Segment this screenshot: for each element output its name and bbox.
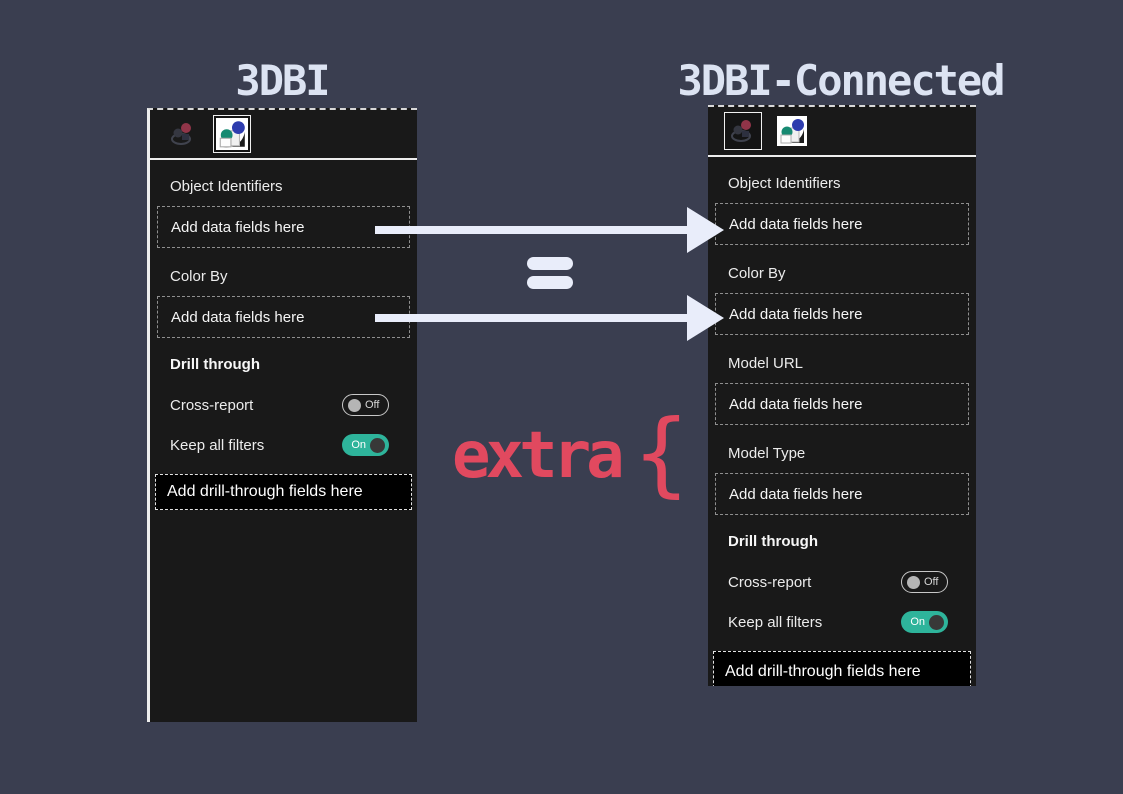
equals-bar-top (527, 257, 573, 270)
keep-all-filters-toggle[interactable]: On (342, 434, 389, 456)
right-panel-title: 3DBI-Connected (677, 56, 1005, 105)
field-label-color-by: Color By (728, 265, 786, 282)
arrow-color-by-shaft (375, 314, 688, 322)
3d-cubes-icon[interactable] (775, 114, 809, 148)
extra-label: extra (452, 418, 625, 493)
equals-icon (527, 257, 573, 289)
cross-report-label: Cross-report (728, 573, 812, 591)
panel-3dbi-connected: Object Identifiers Add data fields here … (708, 105, 976, 686)
left-panel-title: 3DBI (235, 56, 330, 105)
3d-scatter-ghost-icon[interactable] (166, 117, 200, 151)
toggle-knob (929, 614, 944, 630)
drill-through-heading: Drill through (728, 533, 818, 550)
field-well-color-by[interactable]: Add data fields here (157, 296, 410, 338)
toggle-knob (907, 575, 920, 589)
3d-scatter-ghost-icon-selected[interactable] (724, 112, 762, 150)
visual-type-header (708, 107, 976, 157)
field-well-model-url[interactable]: Add data fields here (715, 383, 969, 425)
field-label-color-by: Color By (170, 268, 228, 285)
keep-all-filters-label: Keep all filters (170, 436, 265, 454)
field-well-object-identifiers[interactable]: Add data fields here (715, 203, 969, 245)
extra-annotation: extra { (452, 400, 690, 507)
toggle-knob (370, 437, 385, 453)
cross-report-toggle[interactable]: Off (901, 571, 948, 593)
field-label-object-identifiers: Object Identifiers (728, 175, 841, 192)
equals-bar-bottom (527, 276, 573, 289)
keep-all-filters-toggle[interactable]: On (901, 611, 948, 633)
arrow-object-identifiers-shaft (375, 226, 688, 234)
arrow-color-by-head (687, 295, 724, 341)
drill-through-heading: Drill through (170, 356, 260, 373)
cross-report-toggle[interactable]: Off (342, 394, 389, 416)
toggle-state-text: On (351, 439, 366, 451)
cross-report-row: Cross-report Off (170, 394, 389, 416)
cross-report-row: Cross-report Off (728, 571, 948, 593)
field-label-model-type: Model Type (728, 445, 806, 462)
drill-through-field-well[interactable]: Add drill-through fields here (713, 651, 971, 686)
3d-cubes-icon-selected[interactable] (213, 115, 251, 153)
visual-type-header (150, 110, 417, 160)
keep-all-filters-label: Keep all filters (728, 613, 823, 631)
field-well-model-type[interactable]: Add data fields here (715, 473, 969, 515)
field-label-model-url: Model URL (728, 355, 804, 372)
toggle-state-text: Off (924, 576, 939, 588)
toggle-knob (348, 398, 361, 412)
cross-report-label: Cross-report (170, 396, 254, 414)
toggle-state-text: On (910, 616, 925, 628)
keep-all-filters-row: Keep all filters On (170, 434, 389, 456)
curly-brace-icon: { (633, 400, 690, 507)
arrow-object-identifiers-head (687, 207, 724, 253)
field-label-object-identifiers: Object Identifiers (170, 178, 283, 195)
drill-through-field-well[interactable]: Add drill-through fields here (155, 474, 412, 510)
panel-3dbi: Object Identifiers Add data fields here … (147, 108, 417, 722)
toggle-state-text: Off (365, 399, 380, 411)
keep-all-filters-row: Keep all filters On (728, 611, 948, 633)
field-well-color-by[interactable]: Add data fields here (715, 293, 969, 335)
field-well-object-identifiers[interactable]: Add data fields here (157, 206, 410, 248)
